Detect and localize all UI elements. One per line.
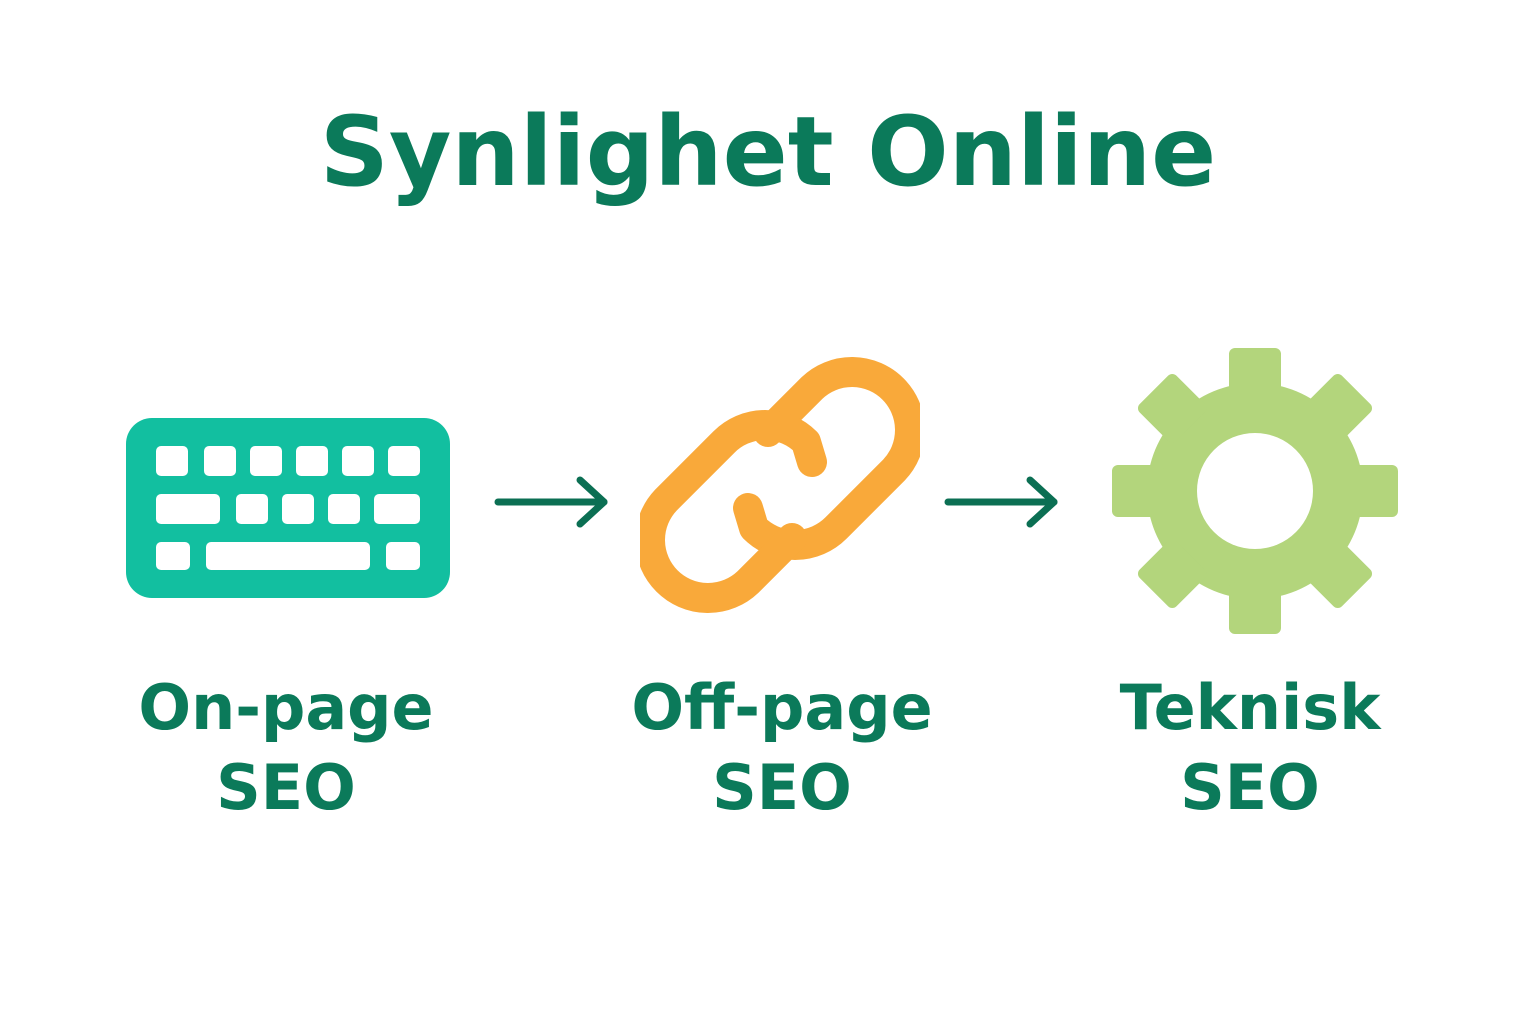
arrow-right-icon — [944, 474, 1064, 530]
gear-icon — [1110, 346, 1400, 636]
step-label-line: SEO — [712, 751, 852, 824]
step-label-line: Off-page — [631, 671, 933, 744]
step-label-line: Teknisk — [1119, 671, 1381, 744]
step-label-teknisk: Teknisk SEO — [1050, 668, 1450, 828]
step-label-on-page: On-page SEO — [86, 668, 486, 828]
step-label-line: SEO — [216, 751, 356, 824]
step-label-line: On-page — [138, 671, 434, 744]
step-label-line: SEO — [1180, 751, 1320, 824]
diagram-title: Synlighet Online — [319, 96, 1217, 208]
chain-link-icon — [640, 350, 920, 620]
step-label-off-page: Off-page SEO — [582, 668, 982, 828]
arrow-right-icon — [494, 474, 614, 530]
keyboard-icon — [124, 416, 452, 600]
